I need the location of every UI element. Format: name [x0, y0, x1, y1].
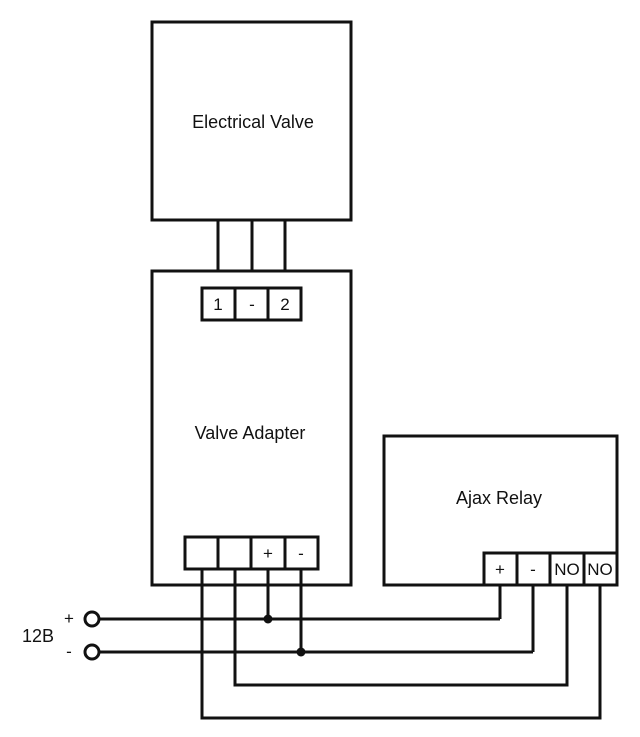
adapter-terminal-b: [216, 535, 253, 571]
ajax-relay-label: Ajax Relay: [456, 488, 542, 508]
junction-plus: [263, 614, 273, 624]
valve-adapter-label: Valve Adapter: [195, 423, 306, 443]
positive-terminal-icon: [83, 610, 101, 628]
negative-terminal-icon: [83, 643, 101, 661]
adapter-terminal-minus: [283, 535, 320, 571]
terminal-2-label: 2: [280, 295, 289, 314]
adapter-terminal-plus: [249, 535, 287, 571]
electrical-valve-block: Electrical Valve: [150, 20, 353, 222]
terminal-1: [200, 286, 237, 322]
positive-sign-label: +: [64, 609, 74, 628]
relay-terminal-plus: [482, 551, 519, 587]
junction-minus: [296, 647, 306, 657]
terminal-1-label: 1: [213, 295, 222, 314]
adapter-terminal-plus-label: +: [263, 544, 273, 563]
bottom-wiring: [99, 569, 602, 720]
valve-adapter-block: Valve Adapter: [150, 269, 353, 587]
voltage-label: 12B: [22, 626, 54, 646]
valve-adapter-bottom-terminals: + -: [183, 535, 320, 571]
relay-terminal-minus: [515, 551, 552, 587]
relay-terminal-no-2-label: NO: [587, 560, 613, 579]
electrical-valve-label: Electrical Valve: [192, 112, 314, 132]
adapter-terminal-a: [183, 535, 220, 571]
negative-sign-label: -: [66, 642, 72, 661]
no2-wire: [200, 569, 602, 720]
relay-terminal-minus-label: -: [530, 560, 536, 579]
valve-adapter-top-terminals: 1 - 2: [200, 286, 303, 322]
power-supply-input: + - 12B: [22, 609, 101, 661]
relay-terminal-no-1-label: NO: [554, 560, 580, 579]
relay-terminal-no-2: [582, 551, 619, 587]
terminal-minus-label: -: [249, 295, 255, 314]
no1-wire: [233, 569, 569, 687]
terminal-2: [266, 286, 303, 322]
adapter-terminal-minus-label: -: [298, 544, 304, 563]
ajax-relay-terminals: + - NO NO: [482, 551, 619, 587]
relay-terminal-plus-label: +: [495, 560, 505, 579]
